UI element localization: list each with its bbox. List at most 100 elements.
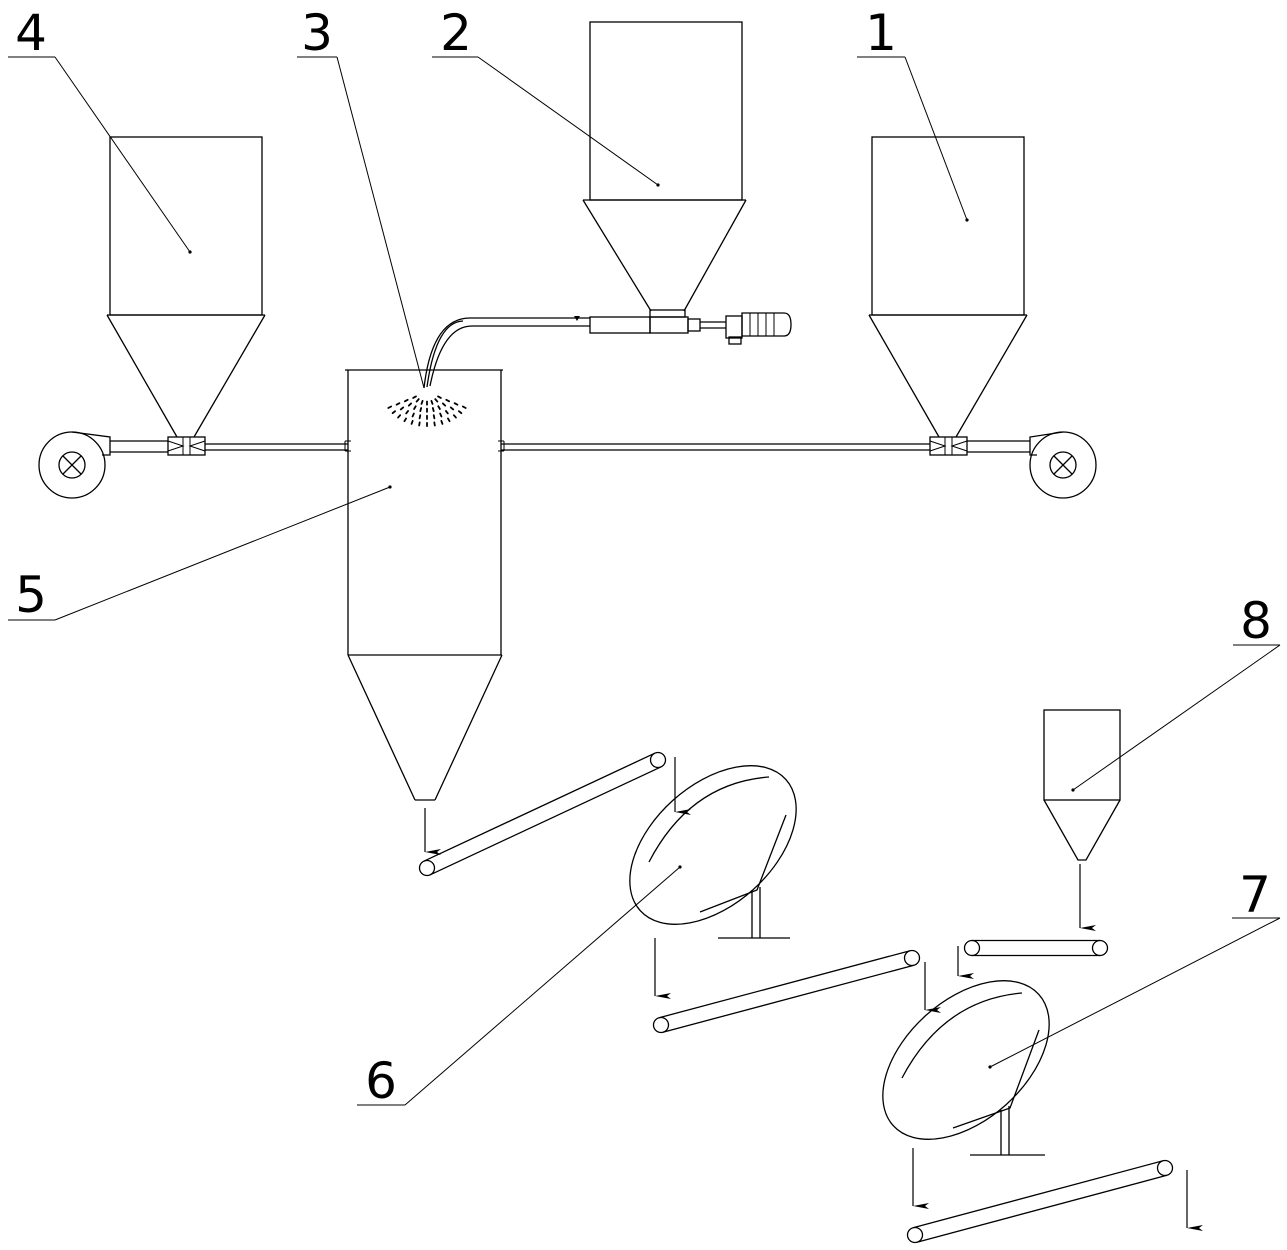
- leader-dot: [188, 250, 192, 254]
- belt-roller: [903, 949, 921, 967]
- air-line-right: [501, 431, 1097, 499]
- spray-droplet: [413, 405, 417, 410]
- pan-inner-edge: [648, 776, 770, 863]
- hopper-body: [109, 136, 263, 316]
- callout-label: 7: [1239, 866, 1271, 924]
- spray-droplet: [405, 410, 410, 415]
- hopper-outlet: [649, 309, 686, 318]
- spray-droplet: [411, 412, 415, 418]
- spray-droplet: [415, 398, 420, 403]
- spray-droplet: [434, 398, 439, 403]
- spray-droplet: [387, 405, 393, 409]
- pan-stand: [718, 887, 790, 939]
- hopper-left: [106, 136, 266, 438]
- belt-edge: [658, 950, 911, 1019]
- spray-droplet: [397, 414, 402, 419]
- injector-venturi: [929, 437, 968, 455]
- spray-droplet: [447, 417, 451, 423]
- injector-body: [929, 436, 968, 456]
- callout-label: 1: [865, 4, 897, 62]
- callout-label: 6: [365, 1052, 397, 1110]
- callout-2: 2: [432, 4, 660, 187]
- hopper-body: [589, 21, 743, 201]
- leader-line: [477, 56, 659, 186]
- spray-droplet: [418, 414, 422, 420]
- hopper-cone: [868, 314, 1028, 438]
- leader-dot: [965, 218, 969, 222]
- belt-conveyors: [418, 751, 1174, 1244]
- callout-label: 2: [440, 4, 472, 62]
- belt-conveyor-4: [906, 1159, 1174, 1244]
- feeder-barrel: [649, 316, 689, 334]
- spray-droplet: [403, 398, 409, 403]
- spray-droplet: [457, 410, 463, 415]
- belt-roller: [1156, 1159, 1174, 1177]
- injector-right: [929, 436, 968, 456]
- belt-edge: [916, 1174, 1168, 1243]
- spray-droplet: [440, 419, 444, 425]
- tower-cone: [347, 654, 503, 801]
- air-pipe: [967, 440, 1030, 453]
- fan-outlet: [1029, 431, 1064, 456]
- fan-motor-circle: [58, 451, 86, 479]
- leader-dot: [988, 1065, 992, 1069]
- coating-pan-upper: [629, 765, 797, 939]
- hopper-cone: [582, 199, 747, 312]
- spray-droplet: [399, 406, 405, 411]
- spray-droplet: [437, 405, 441, 410]
- callout-label: 5: [15, 566, 47, 624]
- spray-droplet: [407, 402, 413, 407]
- leader-line: [404, 866, 681, 1106]
- spray-droplet: [439, 412, 443, 418]
- motor-coupling: [725, 315, 743, 339]
- spray-droplet: [445, 398, 451, 403]
- belt-conveyor-3: [963, 939, 1109, 957]
- leader-line: [1072, 644, 1281, 791]
- spray-pipe: [423, 317, 590, 389]
- hopper-body: [871, 136, 1025, 316]
- spray-line: [387, 316, 590, 427]
- spray-pipe-inner: [426, 320, 464, 388]
- leader-dot: [388, 485, 392, 489]
- leader-line: [54, 486, 391, 621]
- callout-3: 3: [297, 4, 425, 389]
- belt-roller: [906, 1226, 924, 1244]
- leader-dot: [656, 183, 660, 187]
- belt-roller: [1091, 939, 1109, 957]
- pan-inner-edge: [901, 992, 1023, 1079]
- callout-7: 7: [988, 866, 1281, 1069]
- belt-conveyor-1: [418, 751, 667, 877]
- hopper-cone: [1043, 799, 1121, 861]
- air-line-left: [38, 431, 348, 499]
- fan-outlet: [71, 431, 111, 456]
- callout-1: 1: [857, 4, 969, 222]
- spray-droplet: [430, 399, 434, 405]
- spray-droplet: [449, 406, 455, 411]
- injector-body: [167, 436, 206, 456]
- tower-body: [347, 370, 502, 655]
- flow-arrows: [424, 757, 1203, 1231]
- callout-label: 8: [1240, 592, 1272, 650]
- conveying-pipe: [501, 443, 930, 451]
- callout-label: 3: [301, 4, 333, 62]
- spray-droplet: [403, 417, 407, 423]
- coating-pan-lower: [882, 980, 1050, 1156]
- leader-line: [54, 56, 191, 253]
- belt-roller: [649, 751, 667, 769]
- injector-left: [167, 436, 206, 456]
- leader-dot: [678, 865, 682, 869]
- pan-back: [952, 1029, 1040, 1129]
- leader-line: [904, 56, 968, 221]
- fan-right: [1029, 431, 1097, 499]
- pan-rim: [882, 980, 1050, 1140]
- injector-venturi: [167, 437, 206, 455]
- fan-left: [38, 431, 111, 499]
- tower-inlet-flange: [344, 440, 505, 452]
- fan-cross-icon: [1053, 455, 1073, 475]
- spray-droplet: [452, 414, 457, 419]
- screw-feeder: [589, 312, 792, 345]
- belt-edge: [423, 752, 656, 862]
- callout-5: 5: [8, 485, 392, 624]
- spray-droplet: [444, 410, 449, 415]
- hopper-body: [1043, 709, 1121, 801]
